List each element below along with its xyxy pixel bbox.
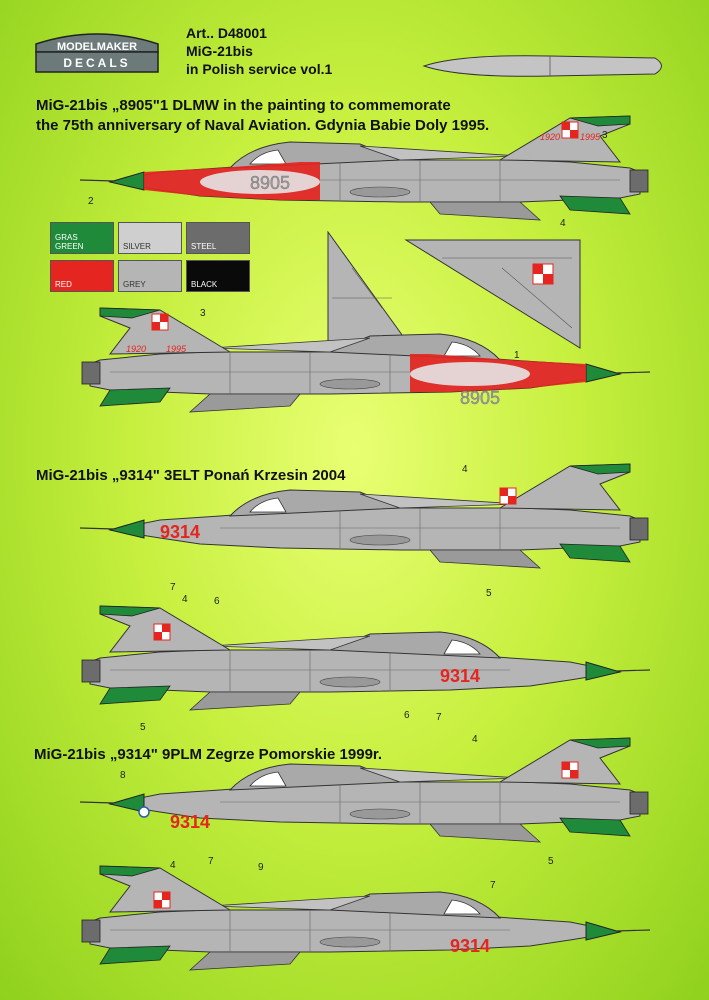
unit-badge xyxy=(138,806,150,818)
wing-planforms xyxy=(327,230,581,349)
callout-4f: 4 xyxy=(170,860,176,871)
swatch-grey: GREY xyxy=(118,260,182,292)
article-block: Art.. D48001 MiG-21bis in Polish service… xyxy=(186,24,332,78)
serial-9314-9plm: 9314 xyxy=(170,812,210,832)
callout-2: 2 xyxy=(88,196,94,207)
callout-3b: 3 xyxy=(200,308,206,319)
tail-text-1995-right: 1995 xyxy=(166,344,187,354)
tail-text-1920: 1920 xyxy=(540,132,560,142)
callout-6b: 6 xyxy=(404,710,410,721)
callout-4d: 4 xyxy=(182,594,188,605)
serial-9314: 9314 xyxy=(160,522,200,542)
logo-line1: MODELMAKER xyxy=(57,41,137,53)
drop-tank-drawing xyxy=(422,55,662,77)
jet-9314-3elt-right: 9314 xyxy=(81,605,651,711)
section-title-3: MiG-21bis „9314" 9PLM Zegrze Pomorskie 1… xyxy=(34,746,383,763)
jet-8905-left-profile: 8905 1920 1995 xyxy=(79,115,649,221)
section-title-1: MiG-21bis „8905"1 DLMW in the painting t… xyxy=(36,97,490,134)
callout-5: 5 xyxy=(486,588,492,599)
callout-9: 9 xyxy=(258,862,264,873)
modelmaker-logo: MODELMAKER DECALS xyxy=(35,33,159,73)
callout-7: 7 xyxy=(170,582,176,593)
callout-5b: 5 xyxy=(140,722,146,733)
eagle-wing-graphic xyxy=(200,170,320,194)
callout-7d: 7 xyxy=(490,880,496,891)
swatch-steel: STEEL xyxy=(186,222,250,254)
tail-text-1995: 1995 xyxy=(580,132,601,142)
callout-4: 4 xyxy=(560,218,566,229)
callout-7b: 7 xyxy=(436,712,442,723)
serial-8905: 8905 xyxy=(250,173,290,193)
jet-8905-right-profile: 8905 1920 1995 xyxy=(81,307,651,413)
article-number: Art.. D48001 xyxy=(186,25,267,41)
tail-checkerboard xyxy=(561,121,579,139)
jet-9314-9plm-right: 9314 xyxy=(81,865,650,971)
swatch-red: RED xyxy=(50,260,114,292)
jet-9314-3elt-left: 9314 xyxy=(79,463,649,569)
swatch-black: BLACK xyxy=(186,260,250,292)
jet-9314-9plm-left: 9314 xyxy=(79,737,649,843)
callout-6: 6 xyxy=(214,596,220,607)
section-title-2: MiG-21bis „9314" 3ELT Ponań Krzesin 2004 xyxy=(36,467,346,484)
callout-8: 8 xyxy=(120,770,126,781)
swatch-silver: SILVER xyxy=(118,222,182,254)
serial-9314-9plm-right: 9314 xyxy=(450,936,490,956)
polish-checkerboard-wing xyxy=(532,263,554,285)
sheet-subtitle: in Polish service vol.1 xyxy=(186,61,333,77)
callout-4c: 4 xyxy=(462,464,468,475)
serial-8905-right: 8905 xyxy=(460,388,500,408)
callout-7c: 7 xyxy=(208,856,214,867)
tail-text-1920-right: 1920 xyxy=(126,344,146,354)
serial-9314-right: 9314 xyxy=(440,666,480,686)
logo-line2: DECALS xyxy=(63,56,130,70)
callout-3: 3 xyxy=(602,130,608,141)
model-name: MiG-21bis xyxy=(186,43,253,59)
callout-4e: 4 xyxy=(472,734,478,745)
callout-5c: 5 xyxy=(548,856,554,867)
callout-1: 1 xyxy=(514,350,520,361)
